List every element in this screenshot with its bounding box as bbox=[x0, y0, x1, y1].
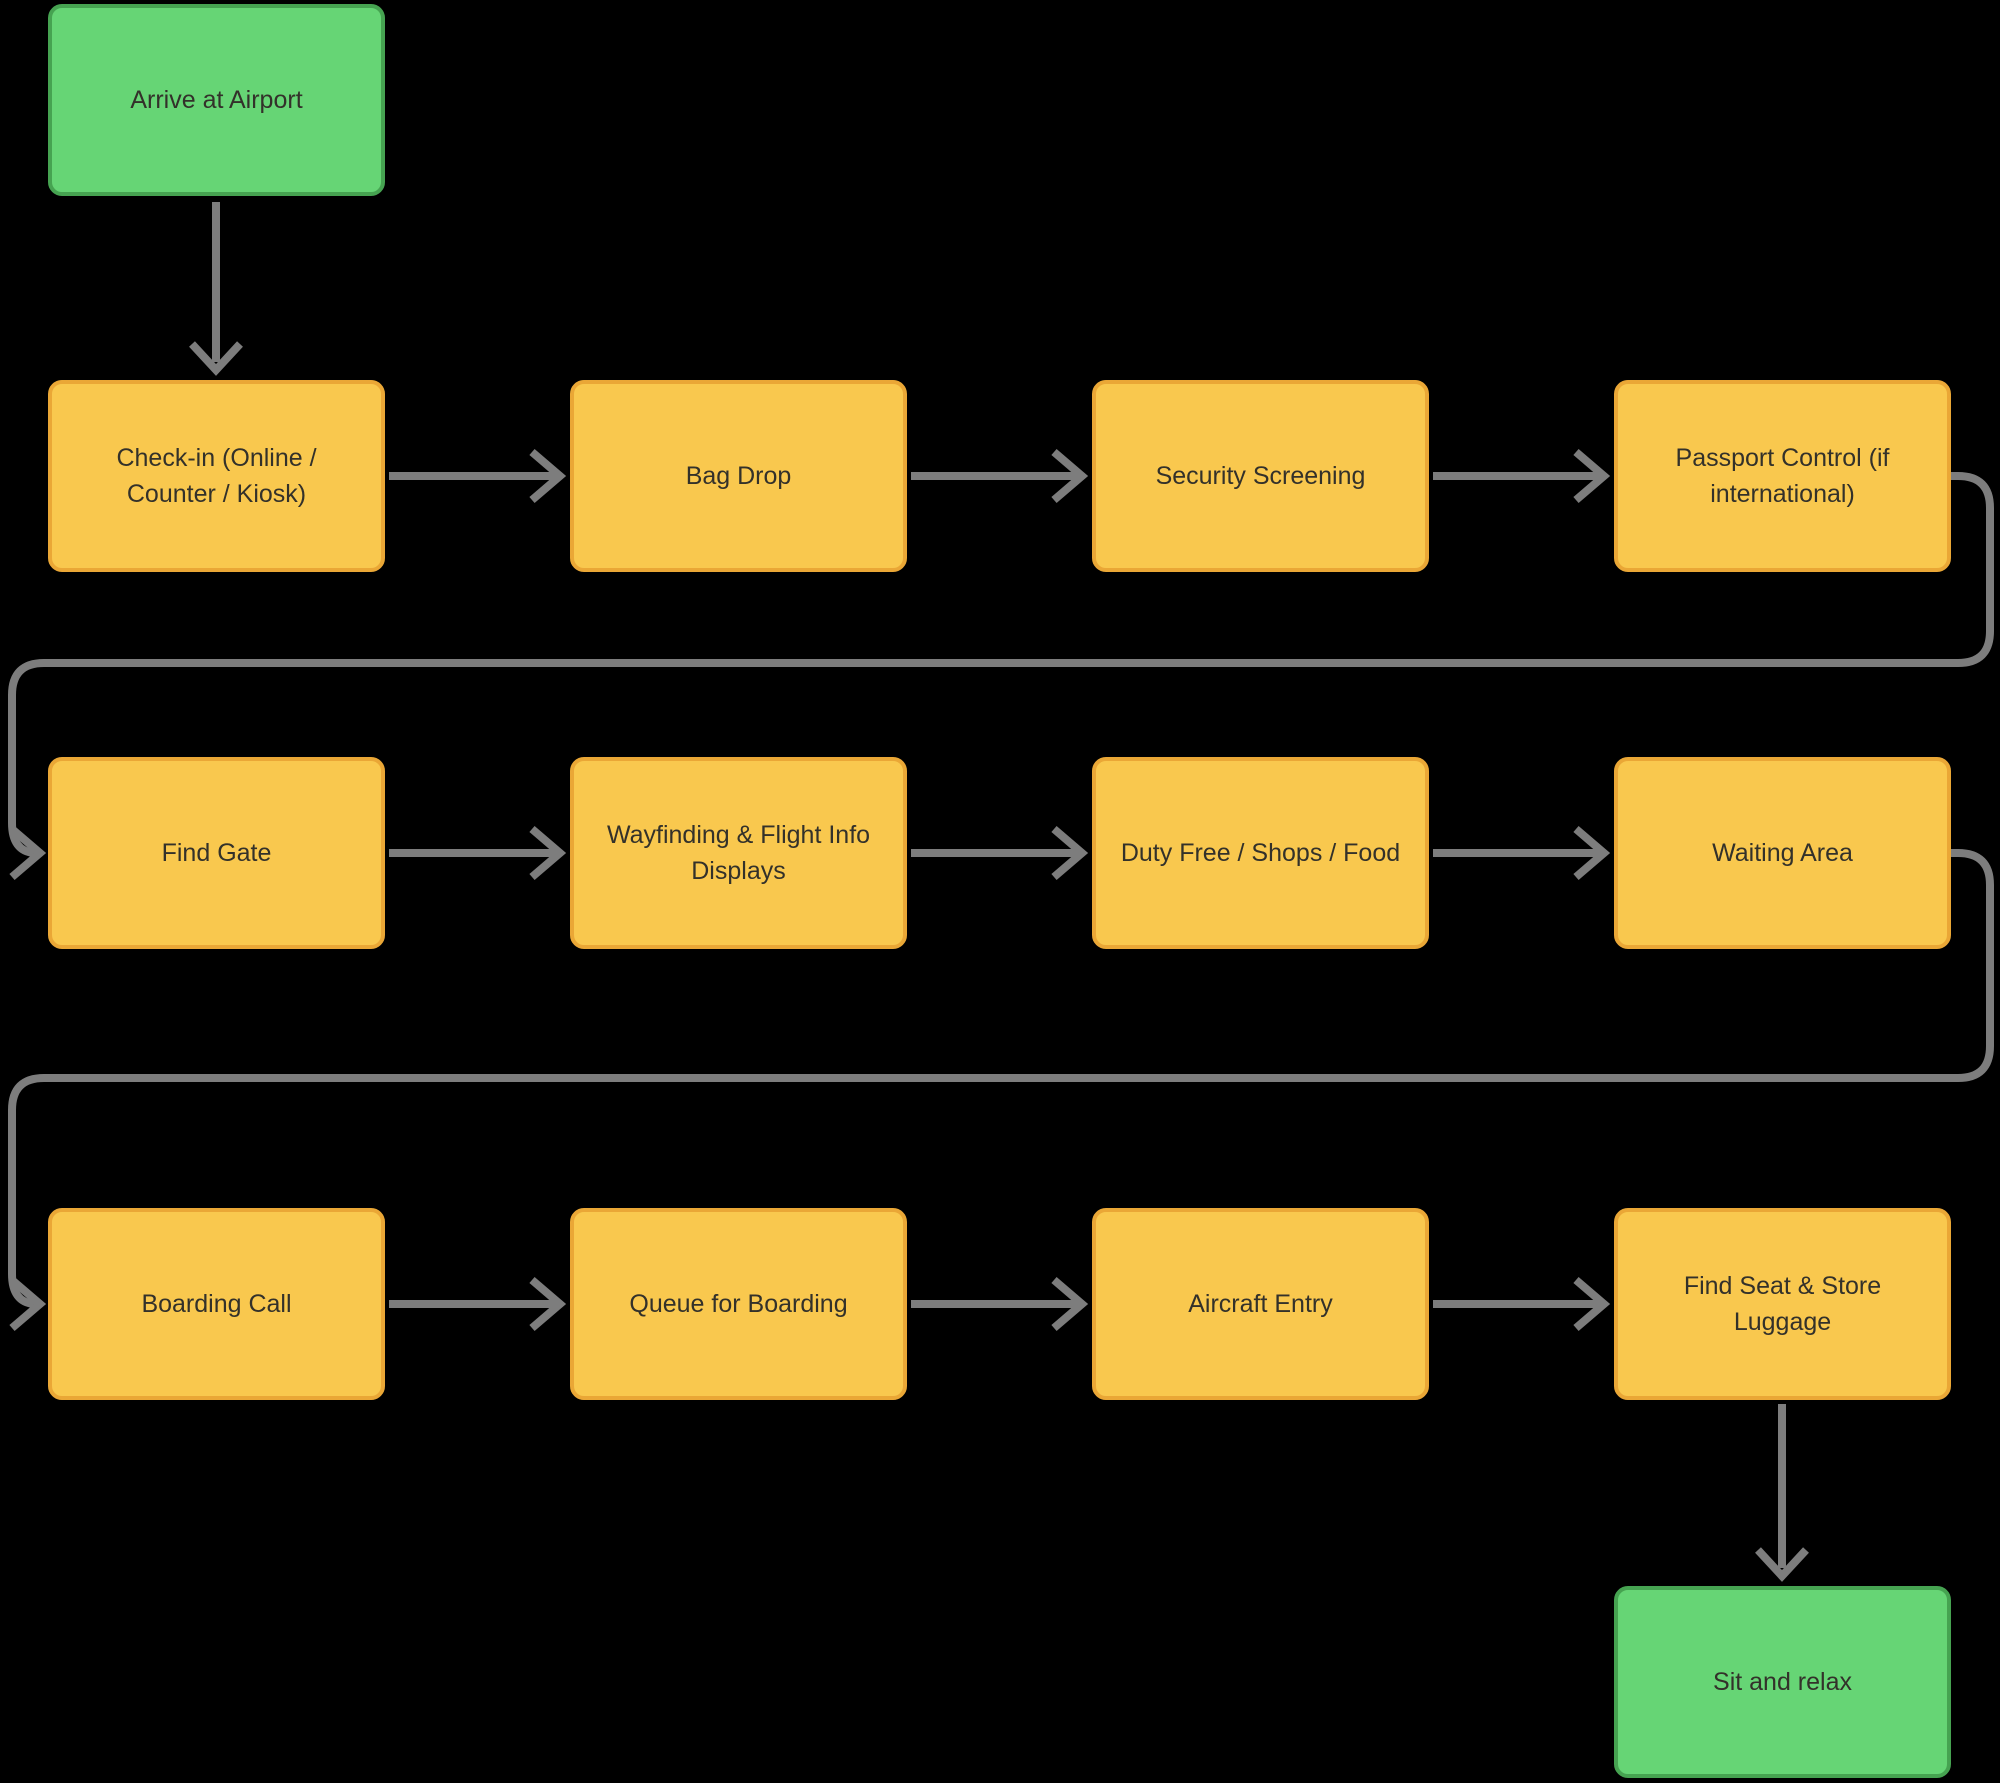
node-label: Sit and relax bbox=[1713, 1668, 1852, 1696]
node-label: Security Screening bbox=[1155, 462, 1366, 490]
edge-dutyfree-to-waitingarea bbox=[1433, 825, 1611, 881]
edge-findgate-to-wayfinding bbox=[389, 825, 567, 881]
node-label: Aircraft Entry bbox=[1188, 1290, 1333, 1318]
node-label: Find Gate bbox=[161, 839, 272, 867]
node-label: Passport Control (if international) bbox=[1675, 444, 1890, 508]
node-boarding-call[interactable]: Boarding Call bbox=[48, 1208, 385, 1400]
edge-queue-to-aircraftentry bbox=[911, 1276, 1089, 1332]
node-bag-drop[interactable]: Bag Drop bbox=[570, 380, 907, 572]
node-label: Check-in (Online / Counter / Kiosk) bbox=[116, 444, 317, 508]
node-label: Boarding Call bbox=[141, 1290, 292, 1318]
node-waiting-area[interactable]: Waiting Area bbox=[1614, 757, 1951, 949]
node-check-in[interactable]: Check-in (Online / Counter / Kiosk) bbox=[48, 380, 385, 572]
node-label: Duty Free / Shops / Food bbox=[1120, 839, 1401, 867]
edge-findseat-to-sitandrelax bbox=[1755, 1404, 1809, 1582]
edge-passport-to-findgate bbox=[8, 472, 1994, 881]
edge-security-to-passport bbox=[1433, 448, 1611, 504]
node-aircraft-entry[interactable]: Aircraft Entry bbox=[1092, 1208, 1429, 1400]
node-security-screening[interactable]: Security Screening bbox=[1092, 380, 1429, 572]
node-find-gate[interactable]: Find Gate bbox=[48, 757, 385, 949]
edge-waitingarea-to-boardingcall bbox=[8, 849, 1994, 1332]
node-label: Find Seat & Store Luggage bbox=[1683, 1272, 1882, 1336]
node-label: Bag Drop bbox=[685, 462, 792, 490]
node-label: Waiting Area bbox=[1712, 839, 1853, 867]
node-passport-control[interactable]: Passport Control (if international) bbox=[1614, 380, 1951, 572]
edge-wayfinding-to-dutyfree bbox=[911, 825, 1089, 881]
node-label: Arrive at Airport bbox=[130, 86, 303, 114]
node-duty-free[interactable]: Duty Free / Shops / Food bbox=[1092, 757, 1429, 949]
node-label: Queue for Boarding bbox=[629, 1290, 848, 1318]
edge-checkin-to-bagdrop bbox=[389, 448, 567, 504]
edge-bagdrop-to-security bbox=[911, 448, 1089, 504]
node-find-seat[interactable]: Find Seat & Store Luggage bbox=[1614, 1208, 1951, 1400]
node-label: Wayfinding & Flight Info Displays bbox=[606, 821, 871, 885]
edge-arrive-to-checkin bbox=[189, 202, 243, 376]
node-queue-for-boarding[interactable]: Queue for Boarding bbox=[570, 1208, 907, 1400]
edge-aircraftentry-to-findseat bbox=[1433, 1276, 1611, 1332]
node-sit-and-relax[interactable]: Sit and relax bbox=[1614, 1586, 1951, 1778]
node-arrive-at-airport[interactable]: Arrive at Airport bbox=[48, 4, 385, 196]
edge-boardingcall-to-queue bbox=[389, 1276, 567, 1332]
node-wayfinding[interactable]: Wayfinding & Flight Info Displays bbox=[570, 757, 907, 949]
